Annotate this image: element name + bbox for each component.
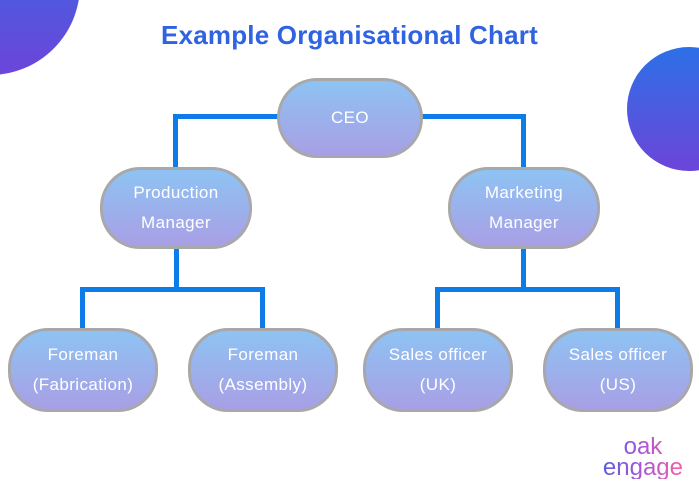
connector-production-bar [80, 287, 265, 292]
connector-marketing-us-drop [615, 287, 620, 328]
node-foreman-fabrication: Foreman (Fabrication) [8, 328, 158, 412]
node-ceo: CEO [277, 78, 423, 158]
connector-ceo-marketing-horizontal [421, 114, 524, 119]
oak-engage-logo: oak engage [603, 437, 683, 479]
node-label-line: (Assembly) [218, 375, 308, 394]
node-label-line: Sales officer [568, 345, 668, 364]
connector-production-stem [174, 249, 179, 290]
page-title: Example Organisational Chart [161, 20, 538, 50]
node-label-line: Manager [489, 213, 559, 232]
node-label-line: (US) [599, 375, 637, 394]
node-marketing-manager: Marketing Manager [448, 167, 600, 249]
connector-marketing-uk-drop [435, 287, 440, 328]
node-label-line: Manager [141, 213, 211, 232]
node-foreman-assembly: Foreman (Assembly) [188, 328, 338, 412]
connector-marketing-bar [435, 287, 620, 292]
node-label-line: Foreman [47, 345, 119, 364]
node-label-line: Sales officer [388, 345, 488, 364]
connector-production-assembly-drop [260, 287, 265, 328]
decorative-blob-right-icon [627, 47, 699, 171]
node-label-line: (Fabrication) [32, 375, 134, 394]
connector-production-fabrication-drop [80, 287, 85, 328]
node-sales-officer-us: Sales officer (US) [543, 328, 693, 412]
connector-ceo-production-vertical [173, 114, 178, 167]
connector-ceo-production-horizontal [175, 114, 279, 119]
node-sales-officer-uk: Sales officer (UK) [363, 328, 513, 412]
connector-marketing-stem [521, 249, 526, 290]
node-label-line: (UK) [419, 375, 457, 394]
node-production-manager: Production Manager [100, 167, 252, 249]
node-label-line: Foreman [227, 345, 299, 364]
connector-ceo-marketing-vertical [521, 114, 526, 167]
node-label-line: Production [133, 183, 219, 202]
node-label-line: Marketing [484, 183, 564, 202]
node-label-line: CEO [330, 108, 370, 127]
logo-line-engage: engage [602, 454, 683, 481]
